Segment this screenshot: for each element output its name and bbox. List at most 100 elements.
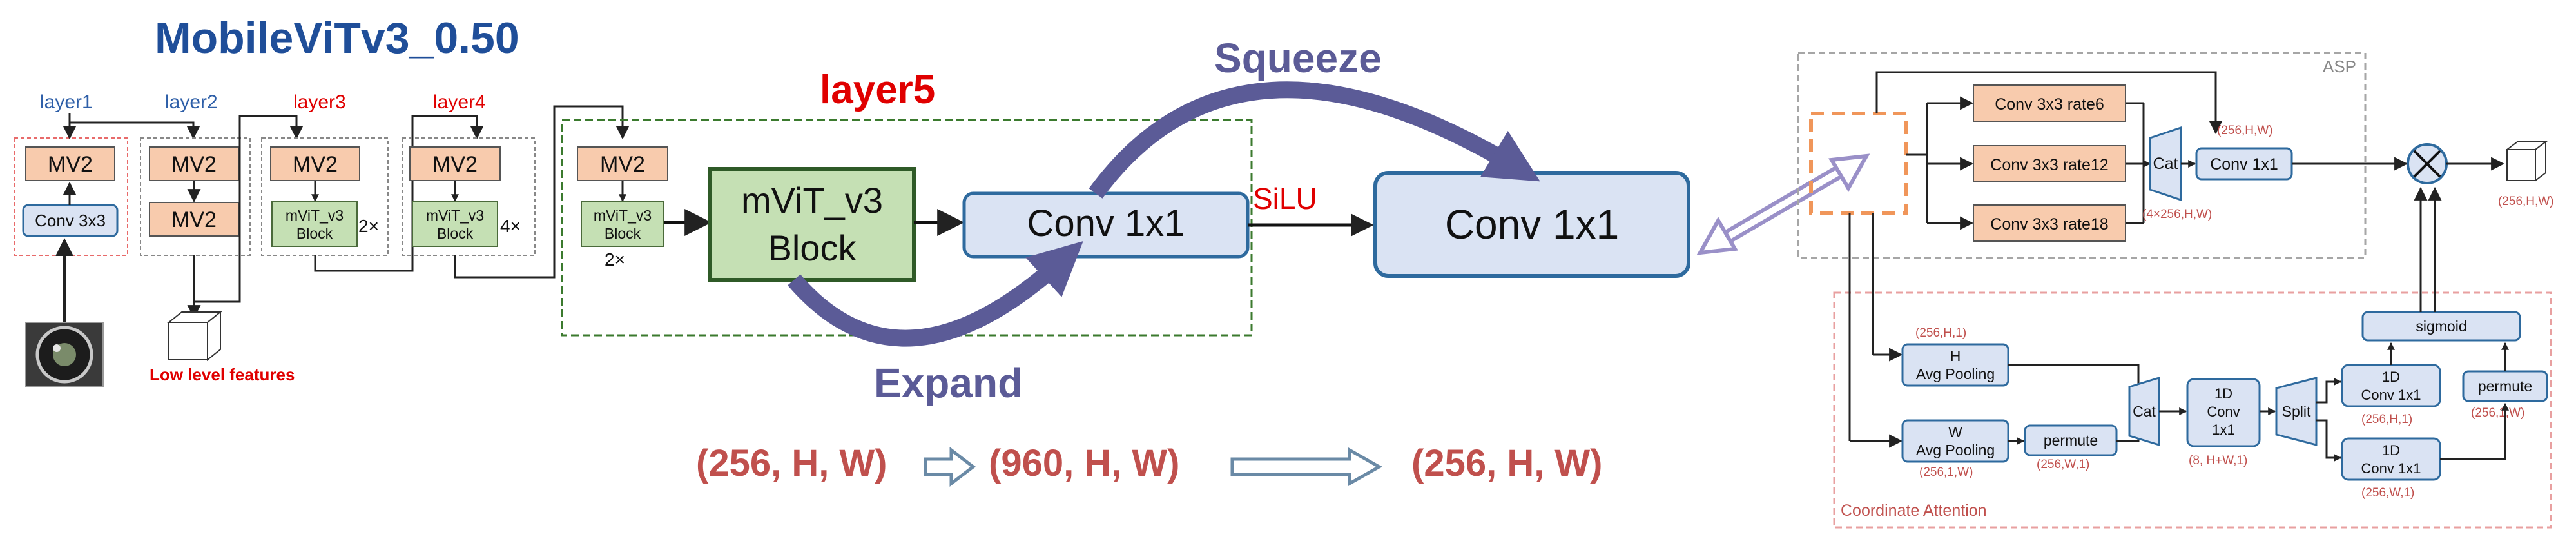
ca-permute2-label: permute xyxy=(2478,378,2532,395)
layer5-mvit-block xyxy=(708,167,916,282)
low-level-features-label: Low level features xyxy=(150,365,295,384)
layer2-mv2-block-2 xyxy=(149,202,239,237)
ca-w-shape: (256,1,W) xyxy=(1919,466,1973,479)
ca-bot-1d-label-2: Conv 1x1 xyxy=(2361,460,2421,476)
low-level-features-cube xyxy=(167,310,222,362)
layer3-frame xyxy=(261,137,389,256)
title: MobileViTv3_0.50 xyxy=(155,14,519,63)
ca-w-pool-label-1: W xyxy=(1948,424,1962,440)
layer3-mv2-block xyxy=(270,146,360,181)
layer2-mv2-block-1 xyxy=(149,146,239,181)
asp-input-box xyxy=(1809,112,1908,215)
layer1-label: layer1 xyxy=(40,92,93,113)
layer5-small-mvit-label-2: Block xyxy=(605,225,641,242)
asp-rate12-block xyxy=(1973,145,2126,182)
ca-cat-label: Cat xyxy=(2133,403,2156,420)
layer3-mv2-label: MV2 xyxy=(293,152,338,177)
asp-conv1x1-label: Conv 1x1 xyxy=(2210,155,2278,173)
layer3-repeat-label: 2× xyxy=(358,216,379,236)
layer5-mv2-label: MV2 xyxy=(600,152,645,177)
shape-output: (256, H, W) xyxy=(1411,442,1603,484)
asp-cat-shape: (4×256,H,W) xyxy=(2142,208,2212,221)
expand-arrow xyxy=(788,240,1083,347)
layer5-conv1x1-b-label: Conv 1x1 xyxy=(1445,201,1619,248)
link-double-arrow xyxy=(1696,153,1870,255)
layer4-mv2-block xyxy=(409,146,501,181)
layer4-frame xyxy=(402,137,536,256)
layer1-mv2-block xyxy=(25,146,115,181)
layer5-label: layer5 xyxy=(820,68,935,112)
silu-label: SiLU xyxy=(1253,182,1317,215)
layer3-label: layer3 xyxy=(293,92,346,113)
ca-h-pool-label-2: Avg Pooling xyxy=(1916,366,1995,382)
ca-top-1d-label-1: 1D xyxy=(2382,369,2400,385)
expand-label: Expand xyxy=(874,360,1023,406)
ca-conv1d-label-1: 1D xyxy=(2214,386,2232,402)
ca-split-trapezoid xyxy=(2275,377,2318,446)
ca-top-1d-shape: (256,H,1) xyxy=(2361,413,2412,426)
layer5-conv1x1-a-label: Conv 1x1 xyxy=(1027,202,1185,244)
layer2-frame xyxy=(140,137,251,256)
asp-rate6-label: Conv 3x3 rate6 xyxy=(1995,95,2104,113)
layer5-mvit-label-2: Block xyxy=(768,228,857,268)
layer1-mv2-label: MV2 xyxy=(48,152,93,177)
output-cube xyxy=(2505,141,2548,182)
ca-bot-1d-label-1: 1D xyxy=(2382,442,2400,458)
ca-conv1d-block xyxy=(2186,378,2261,447)
layer4-mv2-label: MV2 xyxy=(432,152,478,177)
layer2-label: layer2 xyxy=(165,92,218,113)
asp-rate18-block xyxy=(1973,204,2126,242)
ca-conv1d-label-2: Conv xyxy=(2207,404,2240,420)
input-image xyxy=(25,322,104,387)
layer4-mvit-label-2: Block xyxy=(437,225,474,242)
asp-conv-shape: (256,H,W) xyxy=(2217,124,2273,137)
asp-frame xyxy=(1797,52,2367,259)
ca-sigmoid-block xyxy=(2361,311,2521,342)
asp-rate12-label: Conv 3x3 rate12 xyxy=(1990,156,2108,174)
shape-hollow-arrow-2 xyxy=(1230,447,1383,487)
ca-frame xyxy=(1833,291,2552,529)
ca-sigmoid-label: sigmoid xyxy=(2416,318,2466,335)
ca-cat-trapezoid xyxy=(2128,376,2160,447)
layer5-small-mvit-label-1: mViT_v3 xyxy=(594,207,652,224)
ca-conv1d-shape: (8, H+W,1) xyxy=(2189,454,2247,467)
ca-permute2-shape: (256,1,W) xyxy=(2471,406,2524,420)
layer4-repeat-label: 4× xyxy=(500,216,521,236)
ca-split-label: Split xyxy=(2282,403,2311,420)
ca-h-pool-label-1: H xyxy=(1950,348,1961,364)
layer4-label: layer4 xyxy=(433,92,486,113)
asp-cat-trapezoid xyxy=(2149,126,2182,202)
layer1-conv3x3-label: Conv 3x3 xyxy=(35,211,106,230)
ca-bot-1d-shape: (256,W,1) xyxy=(2361,486,2414,500)
shape-expanded: (960, H, W) xyxy=(989,442,1180,484)
ca-conv1d-label-3: 1x1 xyxy=(2212,422,2234,438)
layer5-small-mvit-block xyxy=(581,201,664,247)
asp-cat-label: Cat xyxy=(2153,155,2178,173)
ca-top-1d-label-2: Conv 1x1 xyxy=(2361,387,2421,403)
ca-permute-label: permute xyxy=(2044,432,2098,449)
layer2-mv2-label-2: MV2 xyxy=(171,208,217,232)
layer3-mvit-block xyxy=(271,201,358,247)
ca-h-shape: (256,H,1) xyxy=(1915,326,1966,340)
layer5-repeat-label: 2× xyxy=(605,250,625,270)
ca-w-pool-label-2: Avg Pooling xyxy=(1916,442,1995,458)
asp-label: ASP xyxy=(2323,57,2356,76)
layer4-mvit-block xyxy=(412,201,498,247)
ca-permute-shape: (256,W,1) xyxy=(2037,458,2089,471)
shape-input: (256, H, W) xyxy=(696,442,887,484)
asp-out-shape: (256,H,W) xyxy=(2498,195,2554,208)
ca-label: Coordinate Attention xyxy=(1841,502,1987,520)
layer3-mvit-label-1: mViT_v3 xyxy=(286,207,344,224)
squeeze-arrow xyxy=(1089,81,1540,199)
asp-rate18-label: Conv 3x3 rate18 xyxy=(1990,215,2108,233)
multiply-node xyxy=(2407,143,2448,184)
layer5-mv2-block xyxy=(577,146,668,181)
layer5-mvit-label-1: mViT_v3 xyxy=(741,180,883,220)
layer4-mvit-label-1: mViT_v3 xyxy=(426,207,484,224)
layer2-mv2-label-1: MV2 xyxy=(171,152,217,177)
squeeze-label: Squeeze xyxy=(1214,35,1382,81)
asp-rate6-block xyxy=(1973,84,2126,122)
layer3-mvit-label-2: Block xyxy=(296,225,333,242)
